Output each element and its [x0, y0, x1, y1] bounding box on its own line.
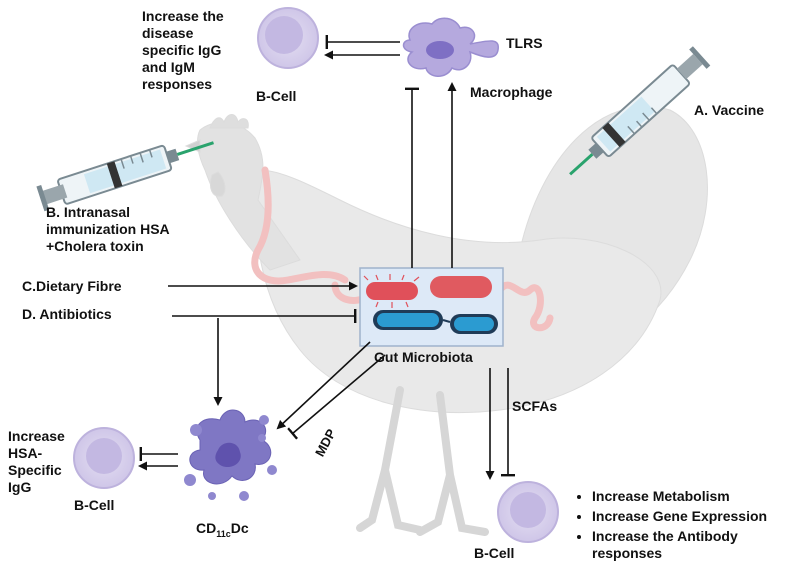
effects-bullet-list: Increase Metabolism Increase Gene Expres… — [574, 488, 789, 565]
label-bcell-left: B-Cell — [74, 497, 115, 513]
label-scfas: SCFAs — [512, 398, 558, 414]
label-dietary-fibre: C.Dietary Fibre — [22, 278, 122, 294]
bullet-item: Increase Gene Expression — [592, 508, 789, 525]
label-cd11c-dc: CD11cDc — [196, 520, 249, 539]
macrophage-icon — [402, 17, 499, 77]
label-macrophage: Macrophage — [470, 84, 553, 100]
bcell-left-icon — [73, 427, 135, 489]
label-increase-disease: Increase the disease specific IgG and Ig… — [142, 8, 224, 92]
label-bcell-top: B-Cell — [256, 88, 297, 104]
label-intranasal: B. Intranasal immunization HSA +Cholera … — [46, 204, 170, 254]
arrow-gut-to-dc — [276, 341, 371, 430]
chicken-silhouette — [184, 106, 708, 536]
gut-microbiota-box — [359, 267, 504, 347]
label-vaccine: A. Vaccine — [694, 102, 765, 118]
label-gut-microbiota: Gut Microbiota — [374, 349, 473, 365]
dendritic-cell-icon — [184, 409, 277, 501]
bullet-item: Increase Metabolism — [592, 488, 789, 505]
label-increase-hsa: Increase HSA- Specific IgG — [8, 428, 65, 495]
syringe-intranasal — [36, 141, 214, 212]
bcell-top-icon — [257, 7, 319, 69]
label-tlrs: TLRS — [506, 35, 543, 51]
bcell-bottom-icon — [497, 481, 559, 543]
bacterium-red-rod-icon — [430, 276, 492, 298]
label-bcell-bottom: B-Cell — [474, 545, 515, 561]
bacterium-red-icon — [366, 282, 418, 300]
label-antibiotics: D. Antibiotics — [22, 306, 112, 322]
syringe-vaccine — [569, 46, 711, 176]
bullet-item: Increase the Antibody responses — [592, 528, 789, 562]
arrow-gut-inhibit-dc — [287, 354, 386, 440]
